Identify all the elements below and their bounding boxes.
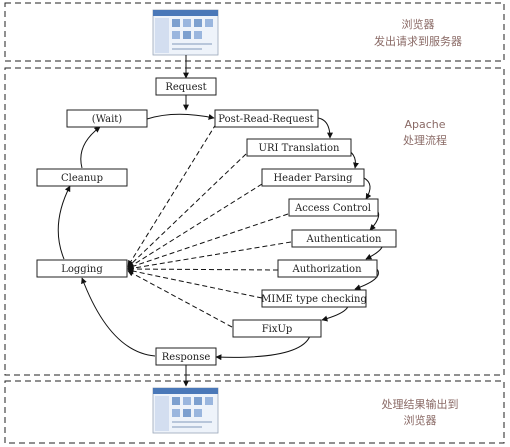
stage-fixup: FixUp [232,319,322,338]
stage-authorization-label: Authorization [291,264,362,275]
browser-request-region [4,2,505,62]
stage-response: Response [155,347,217,366]
arrow-header-to-access [363,177,372,200]
stage-header-parsing: Header Parsing [261,168,365,187]
arrow-cleanup-to-wait [80,126,101,169]
stage-response-label: Response [162,352,211,363]
browser-response-region [4,380,505,444]
arrow-response-to-logging [81,277,156,357]
browser-request-label-line-1: 浏览器 [402,17,435,31]
stage-post-read-request-label: Post-Read-Request [218,114,313,125]
apache-process-region [4,67,505,376]
stage-logging-label: Logging [61,264,103,275]
stage-mime-type-checking: MIME type checking [261,289,367,308]
browser-response-label-line-1: 处理结果输出到 [382,397,459,411]
browser-window-icon [152,9,219,56]
stage-wait: (Wait) [66,109,148,128]
stage-request: Request [155,77,217,96]
stage-authentication: Authentication [291,229,397,248]
stage-cleanup: Cleanup [36,168,128,187]
stage-request-label: Request [165,82,206,93]
apache-process-label-line-1: Apache [404,118,445,131]
stage-uri-translation-label: URI Translation [259,143,340,154]
browser-response-label-line-2: 浏览器 [404,413,437,427]
stage-cleanup-label: Cleanup [61,173,103,184]
stage-post-read-request: Post-Read-Request [214,109,319,128]
stage-logging: Logging [36,259,128,278]
stage-access-control-label: Access Control [294,203,371,214]
stage-uri-translation: URI Translation [246,138,352,157]
stage-authorization: Authorization [277,259,378,278]
arrow-fixup-to-response [215,335,311,361]
dashed-arrows-to-logging [127,123,292,328]
arrow-logging-to-cleanup [57,185,71,260]
stage-access-control: Access Control [288,198,379,217]
arrow-post-read-to-uri [317,117,333,139]
browser-request-label-line-2: 发出请求到服务器 [374,34,462,48]
browser-window-icon [152,387,219,434]
arrow-wait-to-post-read [146,113,215,120]
stage-wait-label: (Wait) [92,114,122,125]
apache-process-label-line-2: 处理流程 [403,133,447,147]
stage-header-parsing-label: Header Parsing [273,173,353,184]
stage-fixup-label: FixUp [262,324,293,335]
stage-authentication-label: Authentication [306,234,382,245]
stage-mime-type-checking-label: MIME type checking [261,294,367,305]
